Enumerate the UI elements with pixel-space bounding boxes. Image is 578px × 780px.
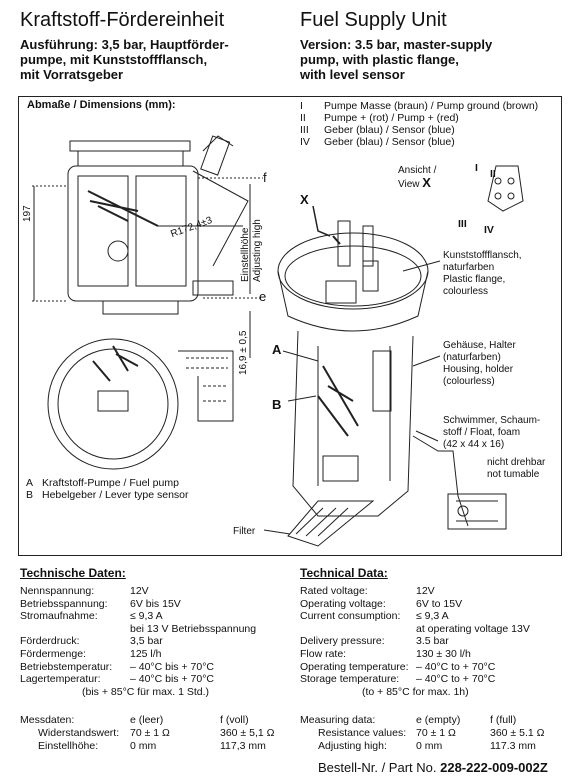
float-label: Schwimmer, Schaum- stoff / Float, foam (… (443, 415, 541, 450)
dimensions-title: Abmaße / Dimensions (mm): (27, 99, 176, 111)
tech-en-note: (to + 85°C for max. 1h) (362, 686, 469, 698)
part-number: Bestell-Nr. / Part No. 228-222-009-002Z (318, 760, 548, 775)
measure-de-header: Messdaten:e (leer)f (voll) (20, 714, 249, 726)
table-row: Flow rate:130 ± 30 l/h (300, 647, 471, 660)
title-english: Fuel Supply Unit (300, 9, 447, 31)
table-row: Betriebstemperatur:– 40°C bis + 70°C (20, 660, 214, 673)
view-x-marker: X (300, 192, 309, 207)
dim-offset-label: 16,9 ± 0,5 (238, 330, 249, 375)
tech-de-table: Nennspannung:12V Betriebsspannung:6V bis… (20, 585, 256, 686)
filter-label: Filter (233, 526, 256, 537)
table-row: Stromaufnahme:≤ 9,3 A (20, 610, 163, 623)
table-row: Current consumption:≤ 9,3 A (300, 610, 449, 623)
top-view-drawing (47, 338, 234, 470)
measure-en-header: Measuring data:e (empty)f (full) (300, 714, 517, 726)
table-row: Betriebsspannung:6V bis 15V (20, 597, 181, 610)
table-row: at operating voltage 13V (416, 622, 530, 635)
tech-de-title: Technische Daten: (20, 566, 126, 580)
adjust-label: Einstellhöhe Adjusting high (240, 219, 263, 282)
tech-en-title: Technical Data: (300, 566, 388, 580)
table-row: Förderdruck:3,5 bar (20, 635, 163, 648)
subtitle-english: Version: 3.5 bar, master-supply pump, wi… (300, 37, 493, 82)
diagram-frame (18, 96, 562, 556)
marker-e: e (259, 289, 267, 304)
pin-label-2: II (490, 168, 496, 180)
table-row: Operating temperature:– 40°C to + 70°C (300, 660, 496, 673)
dim-height-label: 197 (22, 205, 33, 222)
tumble-label: nicht drehbar not tumable (487, 457, 546, 480)
pin-label-3: III (458, 218, 467, 230)
table-row: Nennspannung:12V (20, 585, 149, 597)
leader-lines (263, 260, 441, 535)
table-row: Operating voltage:6V to 15V (300, 597, 463, 610)
tech-en-table: Rated voltage:12V Operating voltage:6V t… (300, 585, 530, 686)
callout-a: A (272, 342, 282, 357)
housing-label: Gehäuse, Halter (naturfarben) Housing, h… (443, 340, 516, 387)
pin-label-1: I (475, 162, 478, 174)
callout-b: B (272, 397, 282, 412)
technical-drawing (30, 135, 524, 547)
flange-label: Kunststoffflansch, naturfarben Plastic f… (443, 250, 522, 297)
table-row: bei 13 V Betriebsspannung (130, 622, 257, 635)
isometric-drawing (277, 165, 524, 547)
marker-f: f (263, 170, 267, 185)
tech-de-note: (bis + 85°C für max. 1 Std.) (82, 686, 210, 698)
side-view-drawing (30, 135, 263, 358)
table-row: Rated voltage:12V (300, 585, 435, 597)
table-row: Lagertemperatur:– 40°C bis + 70°C (20, 673, 214, 686)
table-row: Delivery pressure:3.5 bar (300, 635, 449, 648)
pin-label-4: IV (484, 224, 494, 236)
table-row: Fördermenge:125 l/h (20, 647, 162, 660)
view-label: Ansicht / View X (398, 165, 437, 190)
title-german: Kraftstoff-Fördereinheit (20, 9, 225, 31)
subtitle-german: Ausführung: 3,5 bar, Hauptförder- pumpe,… (20, 37, 229, 82)
table-row: Storage temperature:– 40°C to + 70°C (300, 673, 496, 686)
